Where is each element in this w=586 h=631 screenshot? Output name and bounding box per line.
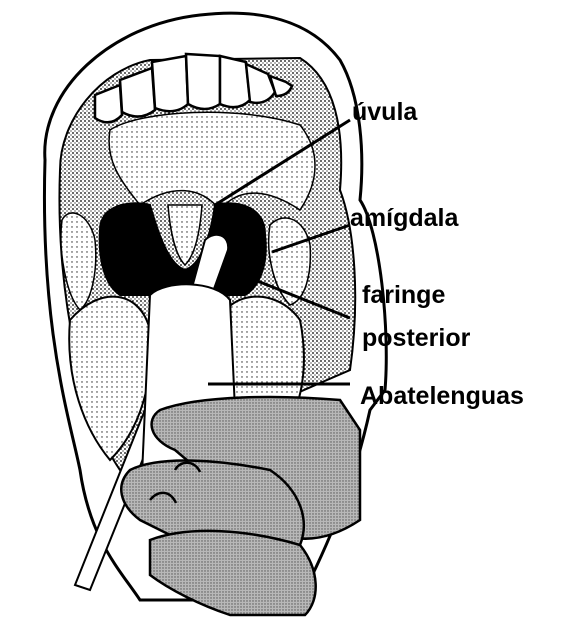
label-tonsil: amígdala — [350, 204, 459, 232]
label-pharynx-line2: posterior — [362, 324, 471, 352]
label-pharynx-line1: faringe — [362, 281, 445, 309]
label-depressor: Abatelenguas — [360, 382, 524, 410]
label-uvula: úvula — [352, 98, 418, 126]
